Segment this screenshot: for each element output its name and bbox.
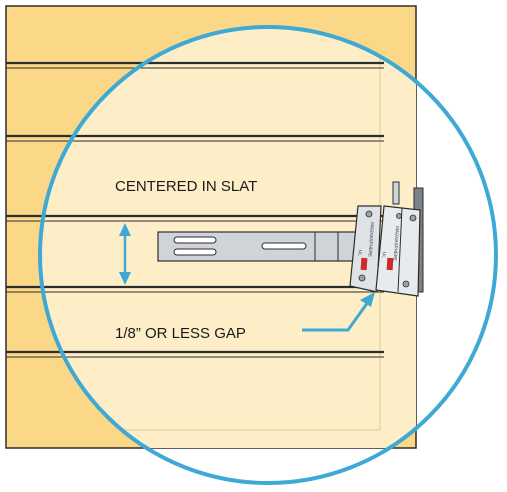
slat-line (6, 350, 384, 358)
screw-icon (358, 274, 366, 282)
screw-icon (402, 280, 410, 288)
slat-line (6, 285, 384, 293)
gap-label: 1/8” OR LESS GAP (115, 325, 246, 342)
sensor-switch-unit: MAGNASPHERE UL (375, 205, 421, 297)
leader-arrow-icon (302, 292, 375, 332)
screw-icon (365, 210, 373, 218)
slat-line (6, 214, 384, 222)
bracket-slot (261, 242, 307, 250)
brand-label: MAGNASPHERE (393, 226, 400, 261)
ul-badge: UL (358, 250, 363, 257)
slat-line (6, 61, 384, 69)
magnifier-circle (38, 25, 498, 485)
screw-icon (396, 213, 402, 219)
mounting-bracket (157, 231, 359, 262)
screw-icon (409, 214, 417, 222)
sensor-magnet-unit: MAGNASPHERE UL (349, 205, 382, 293)
bracket-slot (173, 236, 217, 244)
ul-badge: UL (382, 252, 387, 259)
shutter-panel (5, 5, 417, 449)
bracket-slot (173, 248, 217, 256)
brand-label: MAGNASPHERE (368, 222, 375, 257)
centered-in-slat-label: CENTERED IN SLAT (115, 178, 257, 195)
double-arrow-icon (119, 223, 131, 285)
